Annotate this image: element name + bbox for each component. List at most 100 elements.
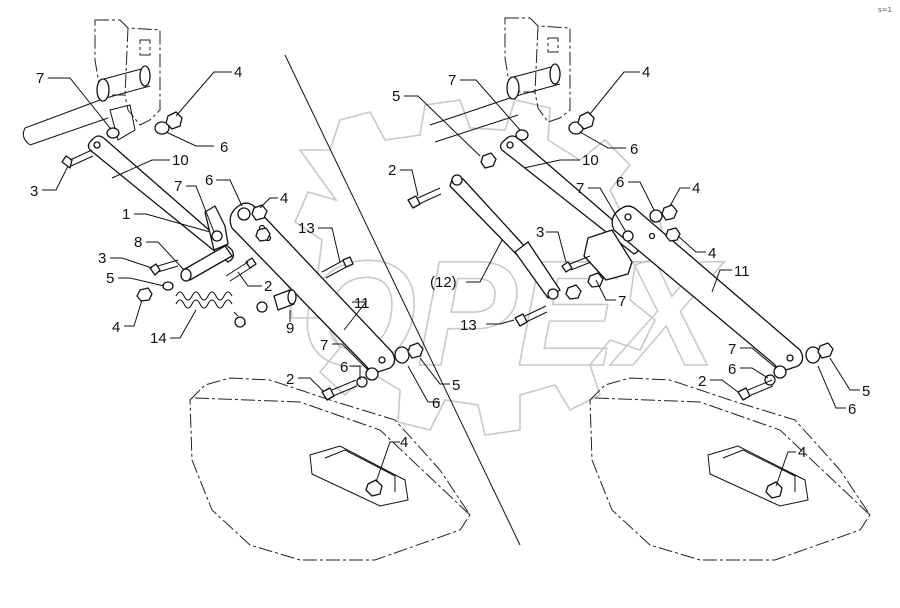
left-nut-5a: [162, 281, 174, 291]
left-bolt-2b-shank: [331, 379, 358, 397]
right-bolt-13-shank: [524, 305, 548, 323]
left-bolt-3b-shank: [157, 259, 179, 273]
right-washer-7d: [773, 365, 787, 379]
callout-right-13: 13: [460, 317, 477, 334]
callout-left-4c: 4: [112, 319, 120, 336]
callout-left-6b: 6: [205, 172, 213, 189]
callout-left-11: 11: [354, 295, 370, 312]
left-link-10-hole: [93, 141, 101, 149]
callout-left-2a: 2: [264, 278, 272, 295]
right-nut-lower: [565, 284, 582, 300]
right-link-10-hole: [506, 141, 514, 149]
left-bolt-2a-head: [245, 257, 257, 269]
right-bolt-2a-shank: [417, 187, 442, 205]
left-nut-5b: [407, 342, 424, 359]
right-washer-7a: [515, 129, 529, 141]
left-bolt-13-shank: [321, 259, 349, 279]
right-clamp-bracket: [707, 445, 809, 507]
callout-right-5b: 5: [862, 383, 870, 400]
left-washer-7c: [365, 367, 379, 381]
left-spring-washer: [256, 301, 268, 313]
right-nut-4c: [665, 227, 681, 242]
callout-right-11: 11: [734, 263, 750, 280]
left-hopper-edge: [194, 397, 471, 516]
callout-left-5b: 5: [452, 377, 460, 394]
left-nut-7b: [211, 230, 223, 242]
callout-right-2b: 2: [698, 373, 706, 390]
left-link-11: [229, 202, 396, 373]
left-nut-4b-b: [255, 227, 271, 242]
right-assembly-view: [407, 17, 871, 561]
right-gas-strut-top-eye: [451, 174, 463, 186]
callout-left-10: 10: [172, 152, 189, 169]
left-nut-4c: [136, 287, 153, 302]
right-washer-6d: [805, 346, 821, 364]
callout-right-4d: 4: [798, 444, 806, 461]
callout-right-6c: 6: [728, 361, 736, 378]
left-washer-6a: [154, 121, 170, 135]
right-nut-4a: [577, 111, 595, 130]
right-gas-strut-eye: [547, 288, 559, 300]
right-nut-7c: [587, 272, 604, 288]
right-hopper-edge: [594, 397, 871, 516]
callout-labels: 7 4 6 10 3 7 6 4 1 13 8 3 2 5 4 14 9 11 …: [30, 64, 870, 461]
left-nut-4d: [365, 479, 383, 497]
left-link-10: [87, 135, 234, 263]
left-nut-4a: [165, 111, 183, 130]
left-shaft-collar: [139, 65, 151, 87]
left-hopper-body: [189, 377, 471, 561]
left-spring-nut: [234, 316, 246, 328]
view-divider-line: [284, 54, 521, 546]
right-nut-5a: [480, 152, 497, 169]
right-shaft-collar: [549, 63, 561, 85]
right-washer-7b: [622, 230, 634, 242]
left-washer-6b: [237, 207, 251, 221]
right-washer-6b: [649, 209, 663, 223]
callout-left-7c: 7: [320, 337, 328, 354]
callout-right-10: 10: [582, 152, 599, 169]
left-clamp-bracket: [309, 445, 409, 507]
callout-right-6b: 6: [616, 174, 624, 191]
callout-left-4d: 4: [400, 434, 408, 451]
callout-left-3a: 3: [30, 183, 38, 200]
right-bolt-3-shank: [569, 255, 592, 271]
callout-left-4a: 4: [234, 64, 242, 81]
left-bolt-3a-head: [61, 155, 73, 169]
left-washer-6c: [356, 376, 368, 388]
left-link-11-hole-d: [378, 356, 386, 364]
right-shaft-end: [506, 76, 520, 100]
right-bolt-3-head: [561, 261, 573, 273]
callout-right-5a: 5: [392, 88, 400, 105]
callout-right-6a: 6: [630, 141, 638, 158]
right-mount-plate: [583, 229, 633, 281]
callout-right-7c: 7: [618, 293, 626, 310]
left-shaft: [22, 67, 151, 146]
right-link-11: [611, 205, 804, 371]
right-hopper-body: [589, 377, 871, 561]
left-bracket-plate: [204, 205, 229, 251]
left-nut-4b-a: [251, 204, 268, 221]
left-bolt-13-head: [342, 256, 354, 268]
left-washer-6d: [394, 346, 410, 364]
callout-right-4b: 4: [692, 180, 700, 197]
callout-left-9: 9: [286, 320, 294, 337]
left-washer-7a: [106, 127, 120, 139]
right-nut-4d: [765, 481, 783, 499]
callout-right-4a: 4: [642, 64, 650, 81]
callout-left-6a: 6: [220, 139, 228, 156]
callout-left-2b: 2: [286, 371, 294, 388]
callout-left-6c: 6: [340, 359, 348, 376]
right-link-11-hole-a: [624, 213, 632, 221]
callout-left-6d: 6: [432, 395, 440, 412]
callout-left-5a: 5: [106, 270, 114, 287]
left-bolt-3b-head: [149, 263, 161, 276]
callout-left-3b: 3: [98, 250, 106, 267]
left-assembly-view: [22, 19, 471, 561]
left-bolt-2a-shank: [225, 261, 253, 282]
right-link-11-hole-c: [786, 354, 794, 362]
callout-right-3: 3: [536, 224, 544, 241]
left-pin-8-end: [180, 268, 192, 282]
callout-right-4c: 4: [708, 245, 716, 262]
